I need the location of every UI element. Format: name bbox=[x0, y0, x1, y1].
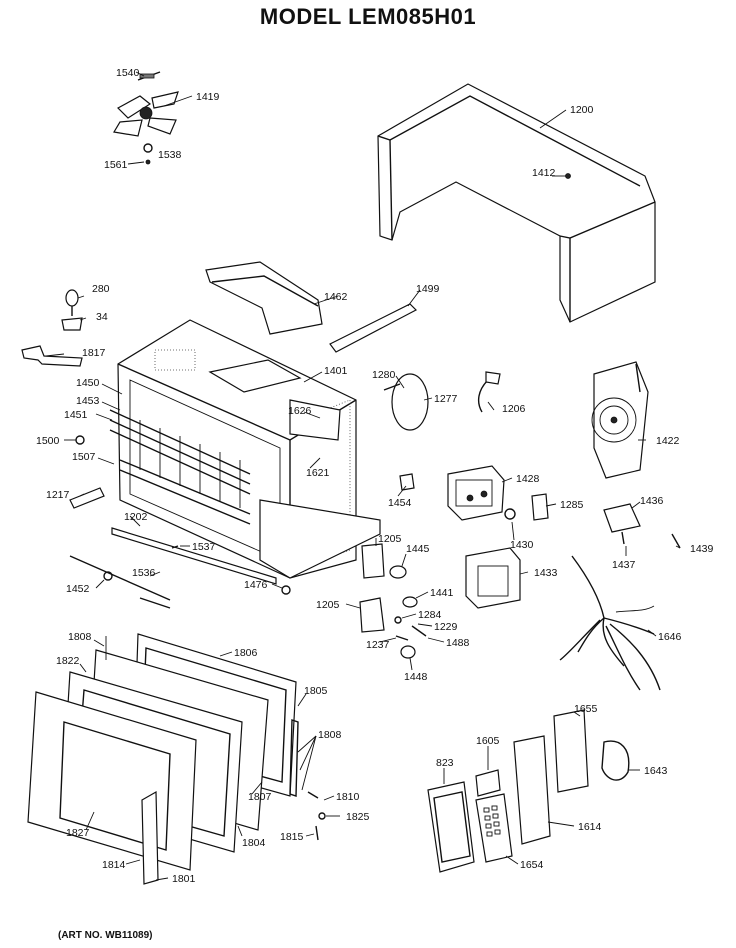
part-label-1488: 1488 bbox=[446, 637, 470, 649]
part-label-1814: 1814 bbox=[102, 859, 126, 871]
part-labels: 1540 1419 1561 1538 1200 1412 280 34 181… bbox=[36, 67, 714, 885]
part-label-1433: 1433 bbox=[534, 567, 558, 579]
switch bbox=[399, 473, 415, 491]
part-label-1507: 1507 bbox=[72, 451, 96, 463]
part-label-1643: 1643 bbox=[644, 765, 668, 777]
part-label-1284: 1284 bbox=[418, 609, 442, 621]
part-label-1537: 1537 bbox=[192, 541, 216, 553]
part-label-1445: 1445 bbox=[406, 543, 430, 555]
diagram-title: MODEL LEM085H01 bbox=[259, 4, 477, 29]
fan-blade-assembly bbox=[113, 71, 179, 165]
part-label-1277: 1277 bbox=[434, 393, 458, 405]
fan-motor-housing bbox=[591, 361, 649, 479]
latch-switch-assembly bbox=[359, 543, 427, 659]
part-label-1605: 1605 bbox=[476, 735, 500, 747]
part-label-1237: 1237 bbox=[366, 639, 390, 651]
keypad bbox=[483, 805, 501, 837]
air-duct bbox=[205, 261, 418, 353]
transformer bbox=[465, 547, 521, 609]
part-label-280: 280 bbox=[92, 283, 110, 295]
part-label-1808-lower: 1808 bbox=[318, 729, 342, 741]
shelf-rack bbox=[109, 409, 251, 525]
part-label-1825: 1825 bbox=[346, 811, 370, 823]
part-label-1621: 1621 bbox=[306, 467, 330, 479]
part-label-1451: 1451 bbox=[64, 409, 88, 421]
oven-cavity bbox=[109, 319, 381, 579]
leader-lines bbox=[45, 71, 681, 881]
part-label-1626: 1626 bbox=[288, 405, 312, 417]
part-label-1436: 1436 bbox=[640, 495, 664, 507]
door-assembly bbox=[27, 633, 299, 885]
thermostat-bracket bbox=[21, 289, 83, 367]
part-label-1430: 1430 bbox=[510, 539, 534, 551]
magnetron bbox=[447, 465, 505, 521]
capacitor-bracket bbox=[531, 493, 549, 521]
part-label-1655: 1655 bbox=[574, 703, 598, 715]
part-label-1437: 1437 bbox=[612, 559, 636, 571]
part-label-1202: 1202 bbox=[124, 511, 148, 523]
outer-cabinet bbox=[377, 83, 656, 323]
part-label-1822: 1822 bbox=[56, 655, 80, 667]
part-label-1453: 1453 bbox=[76, 395, 100, 407]
part-label-1810: 1810 bbox=[336, 791, 360, 803]
part-label-1206: 1206 bbox=[502, 403, 526, 415]
art-number: (ART NO. WB11089) bbox=[58, 930, 153, 941]
door-hinges bbox=[307, 791, 326, 841]
part-label-1646: 1646 bbox=[658, 631, 682, 643]
part-label-34: 34 bbox=[96, 311, 108, 323]
part-label-1500: 1500 bbox=[36, 435, 60, 447]
part-label-1285: 1285 bbox=[560, 499, 584, 511]
left-small-parts bbox=[69, 435, 291, 609]
part-label-823: 823 bbox=[436, 757, 454, 769]
part-label-1454: 1454 bbox=[388, 497, 412, 509]
part-label-1422: 1422 bbox=[656, 435, 680, 447]
part-label-1538: 1538 bbox=[158, 149, 182, 161]
part-label-1805: 1805 bbox=[304, 685, 328, 697]
part-label-1441: 1441 bbox=[430, 587, 454, 599]
control-panel bbox=[427, 709, 630, 873]
part-label-1654: 1654 bbox=[520, 859, 544, 871]
part-label-1804: 1804 bbox=[242, 837, 266, 849]
part-label-1801: 1801 bbox=[172, 873, 196, 885]
part-label-1205-upper: 1205 bbox=[378, 533, 402, 545]
part-label-1462: 1462 bbox=[324, 291, 348, 303]
part-label-1448: 1448 bbox=[404, 671, 428, 683]
part-label-1439: 1439 bbox=[690, 543, 714, 555]
part-label-1205-lower: 1205 bbox=[316, 599, 340, 611]
capacitor bbox=[603, 503, 681, 549]
part-label-1401: 1401 bbox=[324, 365, 348, 377]
part-label-1808-upper: 1808 bbox=[68, 631, 92, 643]
part-label-1452: 1452 bbox=[66, 583, 90, 595]
part-label-1540: 1540 bbox=[116, 67, 140, 79]
part-label-1450: 1450 bbox=[76, 377, 100, 389]
part-label-1536: 1536 bbox=[132, 567, 156, 579]
part-label-1428: 1428 bbox=[516, 473, 540, 485]
part-label-1280: 1280 bbox=[372, 369, 396, 381]
part-label-1476: 1476 bbox=[244, 579, 268, 591]
part-label-1827: 1827 bbox=[66, 827, 90, 839]
part-label-1807: 1807 bbox=[248, 791, 272, 803]
part-label-1229: 1229 bbox=[434, 621, 458, 633]
stirrer-cover bbox=[383, 371, 501, 431]
part-label-1419: 1419 bbox=[196, 91, 220, 103]
part-label-1815: 1815 bbox=[280, 831, 304, 843]
part-label-1412: 1412 bbox=[532, 167, 556, 179]
part-label-1200: 1200 bbox=[570, 104, 594, 116]
part-label-1561: 1561 bbox=[104, 159, 128, 171]
part-label-1614: 1614 bbox=[578, 821, 602, 833]
fuse-holder bbox=[504, 508, 516, 520]
part-label-1217: 1217 bbox=[46, 489, 70, 501]
part-label-1806: 1806 bbox=[234, 647, 258, 659]
part-label-1499: 1499 bbox=[416, 283, 440, 295]
part-label-1817: 1817 bbox=[82, 347, 106, 359]
wire-harness bbox=[559, 555, 661, 691]
